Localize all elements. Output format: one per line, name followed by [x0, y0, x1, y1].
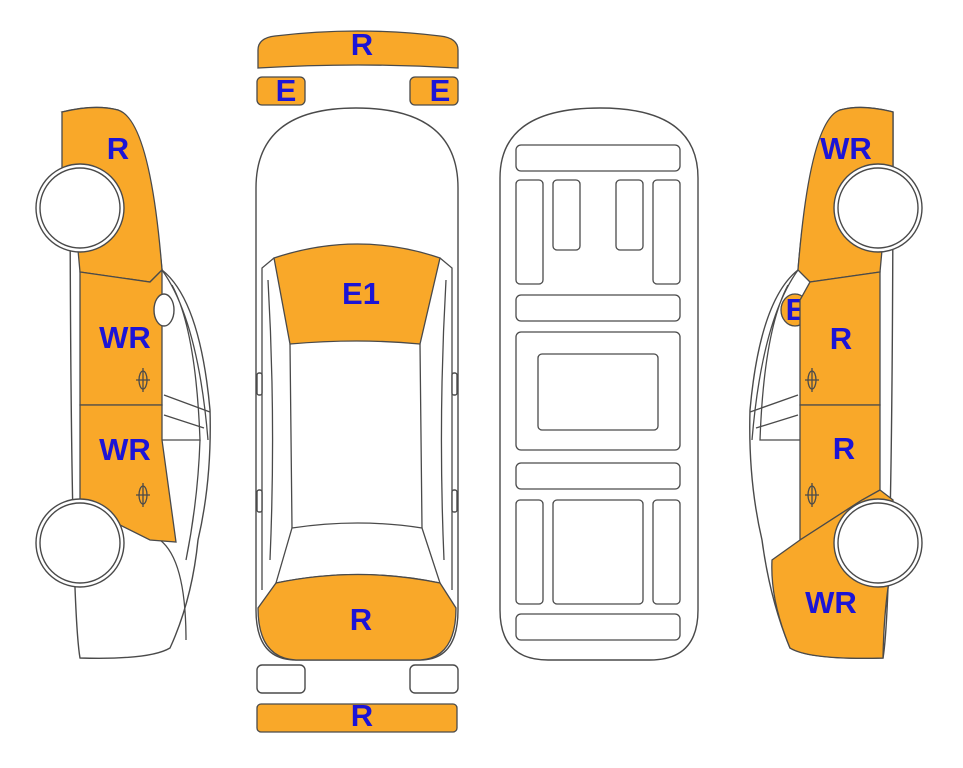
- right-front-door-handle-oval: [807, 370, 817, 390]
- right-rear-quarter-label: WR: [805, 585, 857, 620]
- left-side-glass-upper: [163, 394, 211, 429]
- top-view-side-lines: [267, 279, 447, 561]
- left-side-windshield: [161, 269, 209, 441]
- left-front-door-handle: [136, 368, 150, 392]
- underside-right-rail-front: [652, 179, 681, 285]
- rear-bumper-label: R: [351, 698, 373, 733]
- hood-label: E1: [342, 276, 380, 311]
- left-headlight-label: E: [276, 73, 297, 108]
- left-rear-wheel: [39, 502, 121, 584]
- underside-right-bracket: [615, 179, 644, 251]
- right-taillight-panel[interactable]: [409, 664, 459, 694]
- underside-crossmember-front: [515, 294, 681, 322]
- left-front-door-label: WR: [99, 320, 151, 355]
- left-front-wheel: [39, 167, 121, 249]
- underside-right-rail-rear: [652, 499, 681, 605]
- left-rear-door-handle: [136, 483, 150, 507]
- trunk-panel[interactable]: [257, 573, 457, 661]
- right-rear-door-label: R: [833, 431, 855, 466]
- right-front-door-panel[interactable]: [799, 271, 881, 406]
- left-front-door-handle-oval: [138, 370, 148, 390]
- underside-left-bracket: [552, 179, 581, 251]
- right-side-glass-upper: [749, 394, 799, 429]
- underside-left-rail-rear: [515, 499, 544, 605]
- top-view-right-mirror: [451, 372, 458, 396]
- top-view-body: [255, 107, 459, 661]
- underside-crossmember-rear: [515, 462, 681, 490]
- rear-section: R: [256, 664, 459, 733]
- underside-view: [499, 107, 699, 661]
- right-front-fender-label: WR: [820, 131, 872, 166]
- trunk-label: R: [350, 602, 372, 637]
- underside-left-rail-front: [515, 179, 544, 285]
- left-rear-door-label: WR: [99, 432, 151, 467]
- left-front-fender-label: R: [107, 131, 129, 166]
- right-rear-wheel: [837, 502, 919, 584]
- front-section: R E E: [256, 27, 459, 108]
- underside-center-frame: [515, 331, 681, 451]
- right-front-door-label: R: [830, 321, 852, 356]
- left-side-rear-lines: [159, 439, 201, 641]
- right-side-view: WR E R R WR: [749, 106, 923, 659]
- underside-body: [499, 107, 699, 661]
- front-bumper-panel[interactable]: [257, 30, 459, 69]
- left-headlight-panel[interactable]: [256, 76, 306, 106]
- top-view-right-handle: [451, 489, 458, 513]
- left-side-view: R WR WR: [35, 106, 211, 659]
- right-headlight-panel[interactable]: [409, 76, 459, 106]
- underside-front-bar: [515, 144, 681, 172]
- top-view-left-mirror: [256, 372, 263, 396]
- right-rear-door-handle-oval: [807, 485, 817, 505]
- right-rear-door-handle: [805, 483, 819, 507]
- underside-rear-bar: [515, 613, 681, 641]
- left-rear-door-handle-oval: [138, 485, 148, 505]
- underside-rear-panel: [552, 499, 644, 605]
- top-view-a-pillars: [261, 257, 453, 590]
- top-view-left-handle: [256, 489, 263, 513]
- right-front-wheel: [837, 167, 919, 249]
- top-view: E1 R: [255, 107, 459, 661]
- left-taillight-panel[interactable]: [256, 664, 306, 694]
- rear-bumper-panel[interactable]: [256, 703, 458, 733]
- right-headlight-label: E: [430, 73, 451, 108]
- right-front-door-handle: [805, 368, 819, 392]
- front-bumper-label: R: [351, 27, 373, 62]
- right-side-windshield: [751, 269, 800, 441]
- left-side-mirror: [153, 293, 175, 327]
- underside-center-panel: [537, 353, 659, 431]
